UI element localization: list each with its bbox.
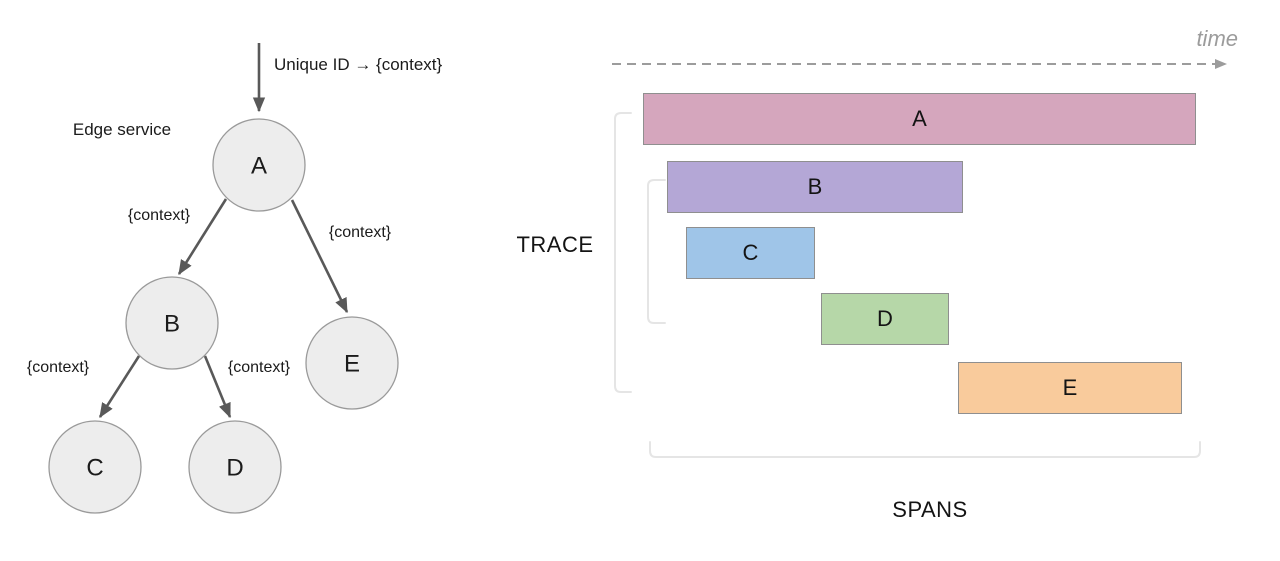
- edge-a-to-e: [290, 199, 349, 314]
- edge-service-label: Edge service: [73, 120, 171, 139]
- tree-node-b: B: [125, 276, 219, 370]
- span-bar-label: D: [877, 306, 893, 331]
- tree-node-c: C: [48, 420, 142, 514]
- node-circle-a: [212, 118, 306, 212]
- node-label-a: A: [251, 152, 267, 179]
- trace-label: TRACE: [516, 232, 594, 257]
- node-label-b: B: [164, 310, 180, 337]
- span-bar-b: B: [667, 161, 963, 213]
- span-bar-label: C: [742, 240, 759, 265]
- span-bar-label: A: [912, 106, 927, 131]
- edge-a-to-b: [177, 198, 228, 276]
- node-label-d: D: [226, 454, 243, 481]
- context-label-a-b: {context}: [128, 207, 191, 224]
- tree-node-d: D: [188, 420, 282, 514]
- span-bar-label: B: [807, 174, 823, 199]
- span-bar-label: E: [1062, 375, 1078, 400]
- spans-label: SPANS: [892, 497, 968, 522]
- subtrace-bracket: [647, 179, 666, 324]
- tree-node-e: E: [305, 316, 399, 410]
- node-circle-d: [188, 420, 282, 514]
- trace-bracket: [614, 112, 632, 393]
- node-label-c: C: [86, 454, 103, 481]
- span-bar-d: D: [821, 293, 949, 345]
- span-bar-e: E: [958, 362, 1182, 414]
- span-bar-a: A: [643, 93, 1196, 145]
- spans-bracket: [649, 441, 1201, 458]
- context-label-a-e: {context}: [329, 224, 392, 241]
- context-label-b-d: {context}: [228, 359, 291, 376]
- tree-node-a: A: [212, 118, 306, 212]
- unique-id-label: Unique ID → {context}: [274, 55, 443, 74]
- context-label-b-c: {context}: [27, 359, 90, 376]
- span-bar-c: C: [686, 227, 815, 279]
- node-circle-b: [125, 276, 219, 370]
- edge-b-to-d: [203, 355, 232, 419]
- time-axis-label: time: [1196, 26, 1238, 51]
- node-circle-c: [48, 420, 142, 514]
- edge-b-to-c: [98, 355, 141, 419]
- node-label-e: E: [344, 350, 360, 377]
- node-circle-e: [305, 316, 399, 410]
